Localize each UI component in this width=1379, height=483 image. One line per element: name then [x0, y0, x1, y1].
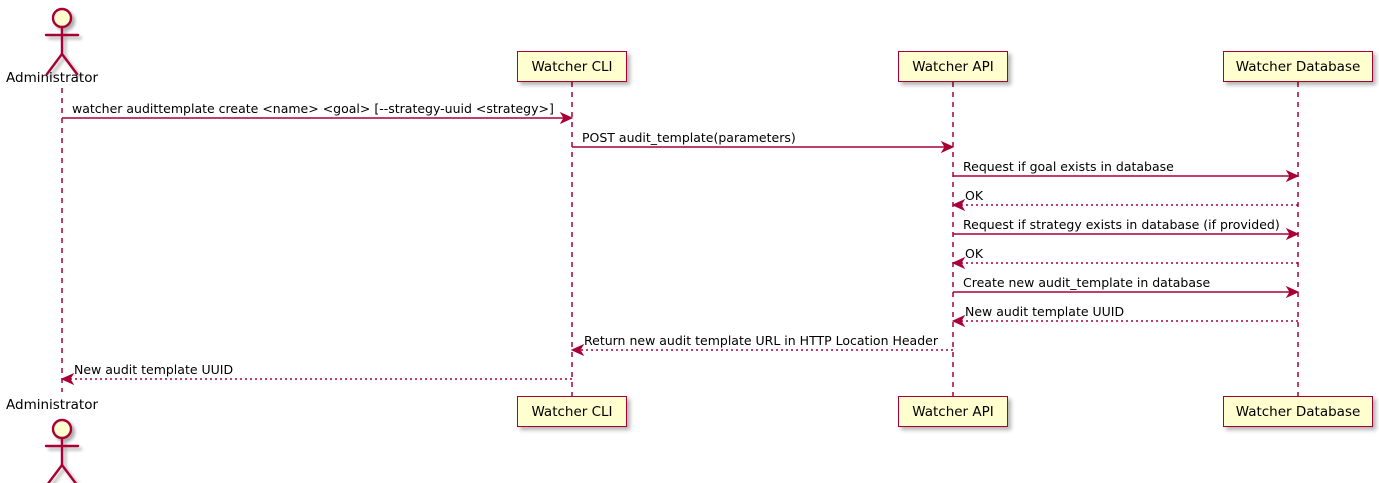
message-arrowhead-5	[1285, 227, 1300, 241]
actor-figure-administrator-top	[44, 7, 80, 76]
actor-label-administrator-bottom: Administrator	[6, 397, 99, 413]
message-arrowhead-1	[559, 111, 574, 125]
message-arrowhead-10	[60, 372, 75, 386]
participant-box-watcher-api-top[interactable]: Watcher API	[898, 51, 1008, 82]
participant-box-watcher-api-bottom[interactable]: Watcher API	[898, 396, 1008, 427]
participant-box-watcher-db-bottom[interactable]: Watcher Database	[1223, 396, 1373, 427]
message-label-9: Return new audit template URL in HTTP Lo…	[584, 333, 938, 348]
message-arrows-group	[60, 111, 1300, 386]
message-label-10: New audit template UUID	[74, 362, 234, 377]
participant-box-watcher-cli-bottom[interactable]: Watcher CLI	[517, 396, 627, 427]
message-label-5: Request if strategy exists in database (…	[963, 217, 1280, 232]
actor-label-administrator-top: Administrator	[6, 70, 99, 86]
actor-figure-administrator-bottom	[44, 418, 80, 483]
message-arrowhead-6	[951, 256, 966, 270]
message-arrowhead-2	[940, 140, 955, 154]
message-label-7: Create new audit_template in database	[963, 275, 1211, 290]
participant-box-watcher-cli-top[interactable]: Watcher CLI	[517, 51, 627, 82]
message-label-1: watcher audittemplate create <name> <goa…	[72, 101, 554, 116]
message-arrowhead-9	[570, 343, 585, 357]
lifelines-group	[61, 82, 1299, 396]
message-arrowhead-4	[951, 198, 966, 212]
actor-figures-group	[44, 7, 80, 483]
participant-box-watcher-db-top[interactable]: Watcher Database	[1223, 51, 1373, 82]
message-arrowhead-7	[1285, 285, 1300, 299]
message-label-8: New audit template UUID	[965, 304, 1125, 319]
message-arrowhead-8	[951, 314, 966, 328]
message-arrowhead-3	[1285, 169, 1300, 183]
message-label-3: Request if goal exists in database	[963, 159, 1174, 174]
message-label-6: OK	[965, 246, 984, 261]
message-label-2: POST audit_template(parameters)	[582, 130, 796, 145]
message-label-4: OK	[965, 188, 984, 203]
